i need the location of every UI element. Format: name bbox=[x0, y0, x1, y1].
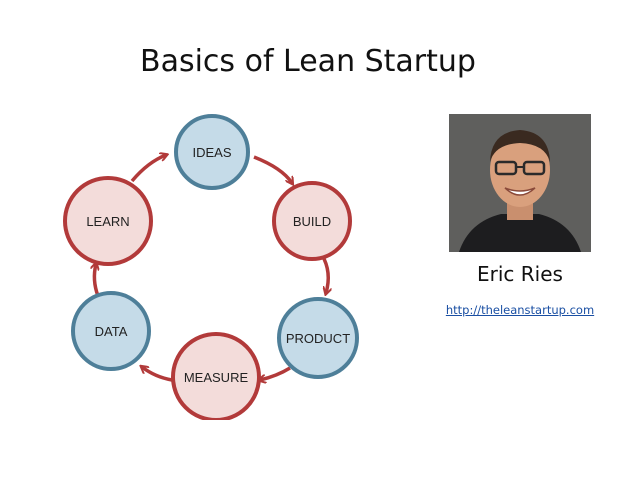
node-label-measure: MEASURE bbox=[184, 370, 249, 385]
portrait-photo bbox=[449, 114, 591, 252]
node-label-data: DATA bbox=[95, 324, 128, 339]
node-learn: LEARN bbox=[63, 176, 153, 266]
arrow-ideas-to-build bbox=[253, 155, 292, 183]
slide-title: Basics of Lean Startup bbox=[140, 44, 476, 79]
arrow-build-to-product bbox=[320, 254, 328, 293]
node-build: BUILD bbox=[272, 181, 352, 261]
portrait-photo-icon bbox=[449, 114, 591, 252]
node-data: DATA bbox=[71, 291, 151, 371]
node-label-product: PRODUCT bbox=[286, 331, 350, 346]
arrow-measure-to-data bbox=[142, 367, 173, 382]
node-label-learn: LEARN bbox=[86, 214, 129, 229]
arrow-product-to-measure bbox=[260, 366, 291, 380]
node-label-build: BUILD bbox=[293, 214, 331, 229]
node-label-ideas: IDEAS bbox=[192, 145, 231, 160]
person-name: Eric Ries bbox=[477, 262, 563, 286]
website-link[interactable]: http://theleanstartup.com bbox=[445, 303, 595, 317]
arrow-learn-to-ideas bbox=[130, 155, 166, 183]
node-measure: MEASURE bbox=[171, 332, 261, 420]
node-ideas: IDEAS bbox=[174, 114, 250, 190]
node-product: PRODUCT bbox=[277, 297, 359, 379]
arrow-data-to-learn bbox=[94, 264, 98, 297]
lean-cycle-diagram: IDEAS BUILD PRODUCT MEASURE DATA LEARN bbox=[63, 114, 359, 420]
